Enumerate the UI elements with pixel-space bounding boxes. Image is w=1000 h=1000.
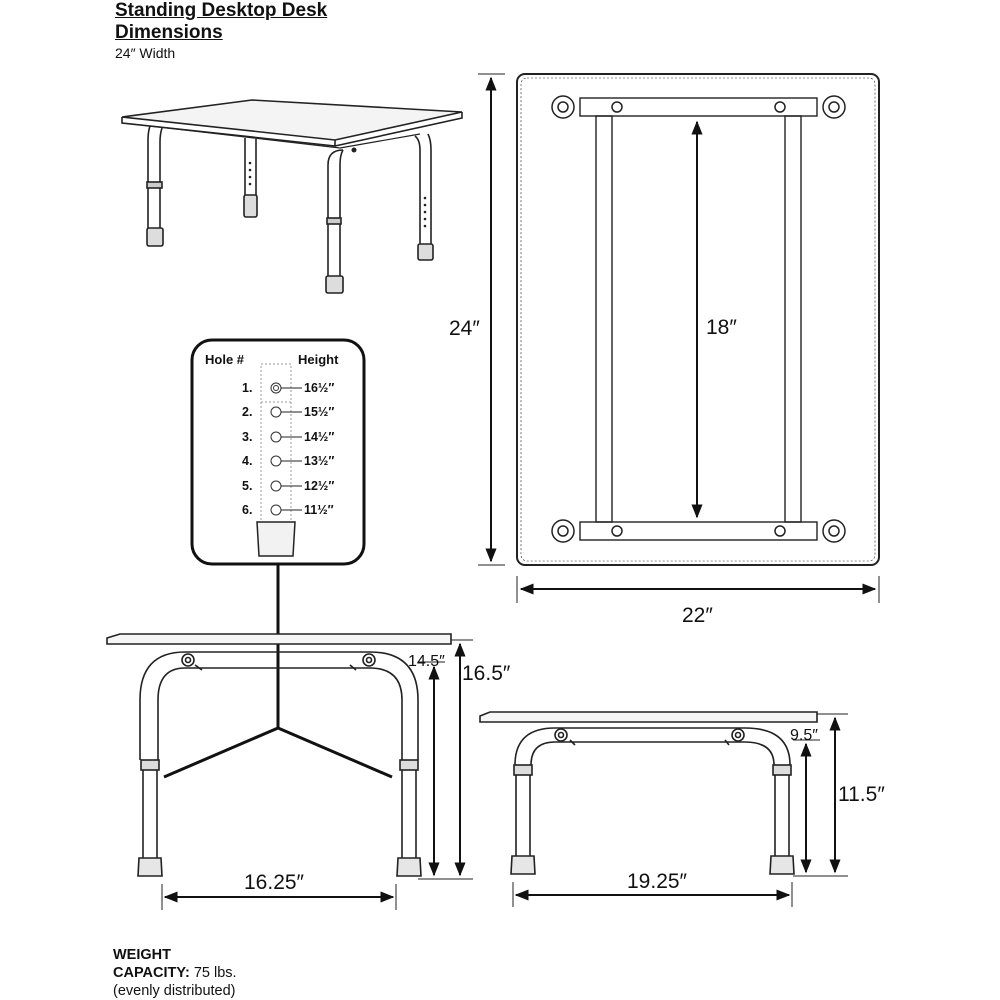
weight-distribution-note: (evenly distributed)	[113, 983, 236, 999]
hole-number-4: 4.	[242, 454, 252, 468]
front-short-total-height-label: 11.5″	[838, 783, 885, 806]
hole-height-1: 16½″	[304, 381, 334, 395]
title-line-2: Dimensions	[115, 22, 223, 43]
top-view-depth-label: 24″	[449, 317, 480, 340]
front-short-inner-height-label: 9.5″	[790, 727, 818, 744]
hole-height-2: 15½″	[304, 405, 334, 419]
front-tall-width-label: 16.25″	[244, 871, 305, 894]
front-tall-inner-height-label: 14.5″	[408, 653, 445, 670]
hole-height-5: 12½″	[304, 479, 334, 493]
title-line-1: Standing Desktop Desk	[115, 0, 328, 21]
front-short-width-label: 19.25″	[627, 870, 688, 893]
hole-column-header: Hole #	[205, 352, 245, 367]
weight-capacity-value: 75 lbs.	[189, 965, 237, 981]
hole-number-6: 6.	[242, 503, 252, 517]
hole-height-3: 14½″	[304, 430, 334, 444]
hole-height-6: 11½″	[304, 503, 334, 517]
front-view-tall-drawing	[106, 633, 473, 910]
hole-number-5: 5.	[242, 479, 252, 493]
weight-line-1: WEIGHT	[113, 947, 171, 963]
hole-number-2: 2.	[242, 405, 252, 419]
front-view-short-drawing	[479, 711, 848, 907]
hole-number-3: 3.	[242, 430, 252, 444]
front-tall-total-height-label: 16.5″	[462, 662, 511, 685]
feet-group	[551, 95, 846, 543]
top-view-width-label: 22″	[682, 604, 713, 627]
subtitle: 24″ Width	[115, 45, 176, 61]
hole-table-callout	[190, 338, 366, 566]
top-view-drawing	[478, 73, 880, 603]
hole-rows: 1. 16½″ 2. 15½″ 3. 14½″ 4. 13½″ 5. 12½″ 6. 11½″	[242, 381, 334, 517]
hole-number-1: 1.	[242, 381, 252, 395]
callout-leader-lines	[163, 564, 393, 779]
weight-capacity-label: CAPACITY:	[113, 965, 190, 981]
top-view-inner-length-label: 18″	[706, 316, 737, 339]
hole-height-4: 13½″	[304, 454, 334, 468]
weight-capacity-note: WEIGHT CAPACITY: 75 lbs. (evenly distrib…	[113, 946, 237, 1000]
height-column-header: Height	[298, 352, 339, 367]
isometric-desk-illustration	[121, 99, 463, 294]
